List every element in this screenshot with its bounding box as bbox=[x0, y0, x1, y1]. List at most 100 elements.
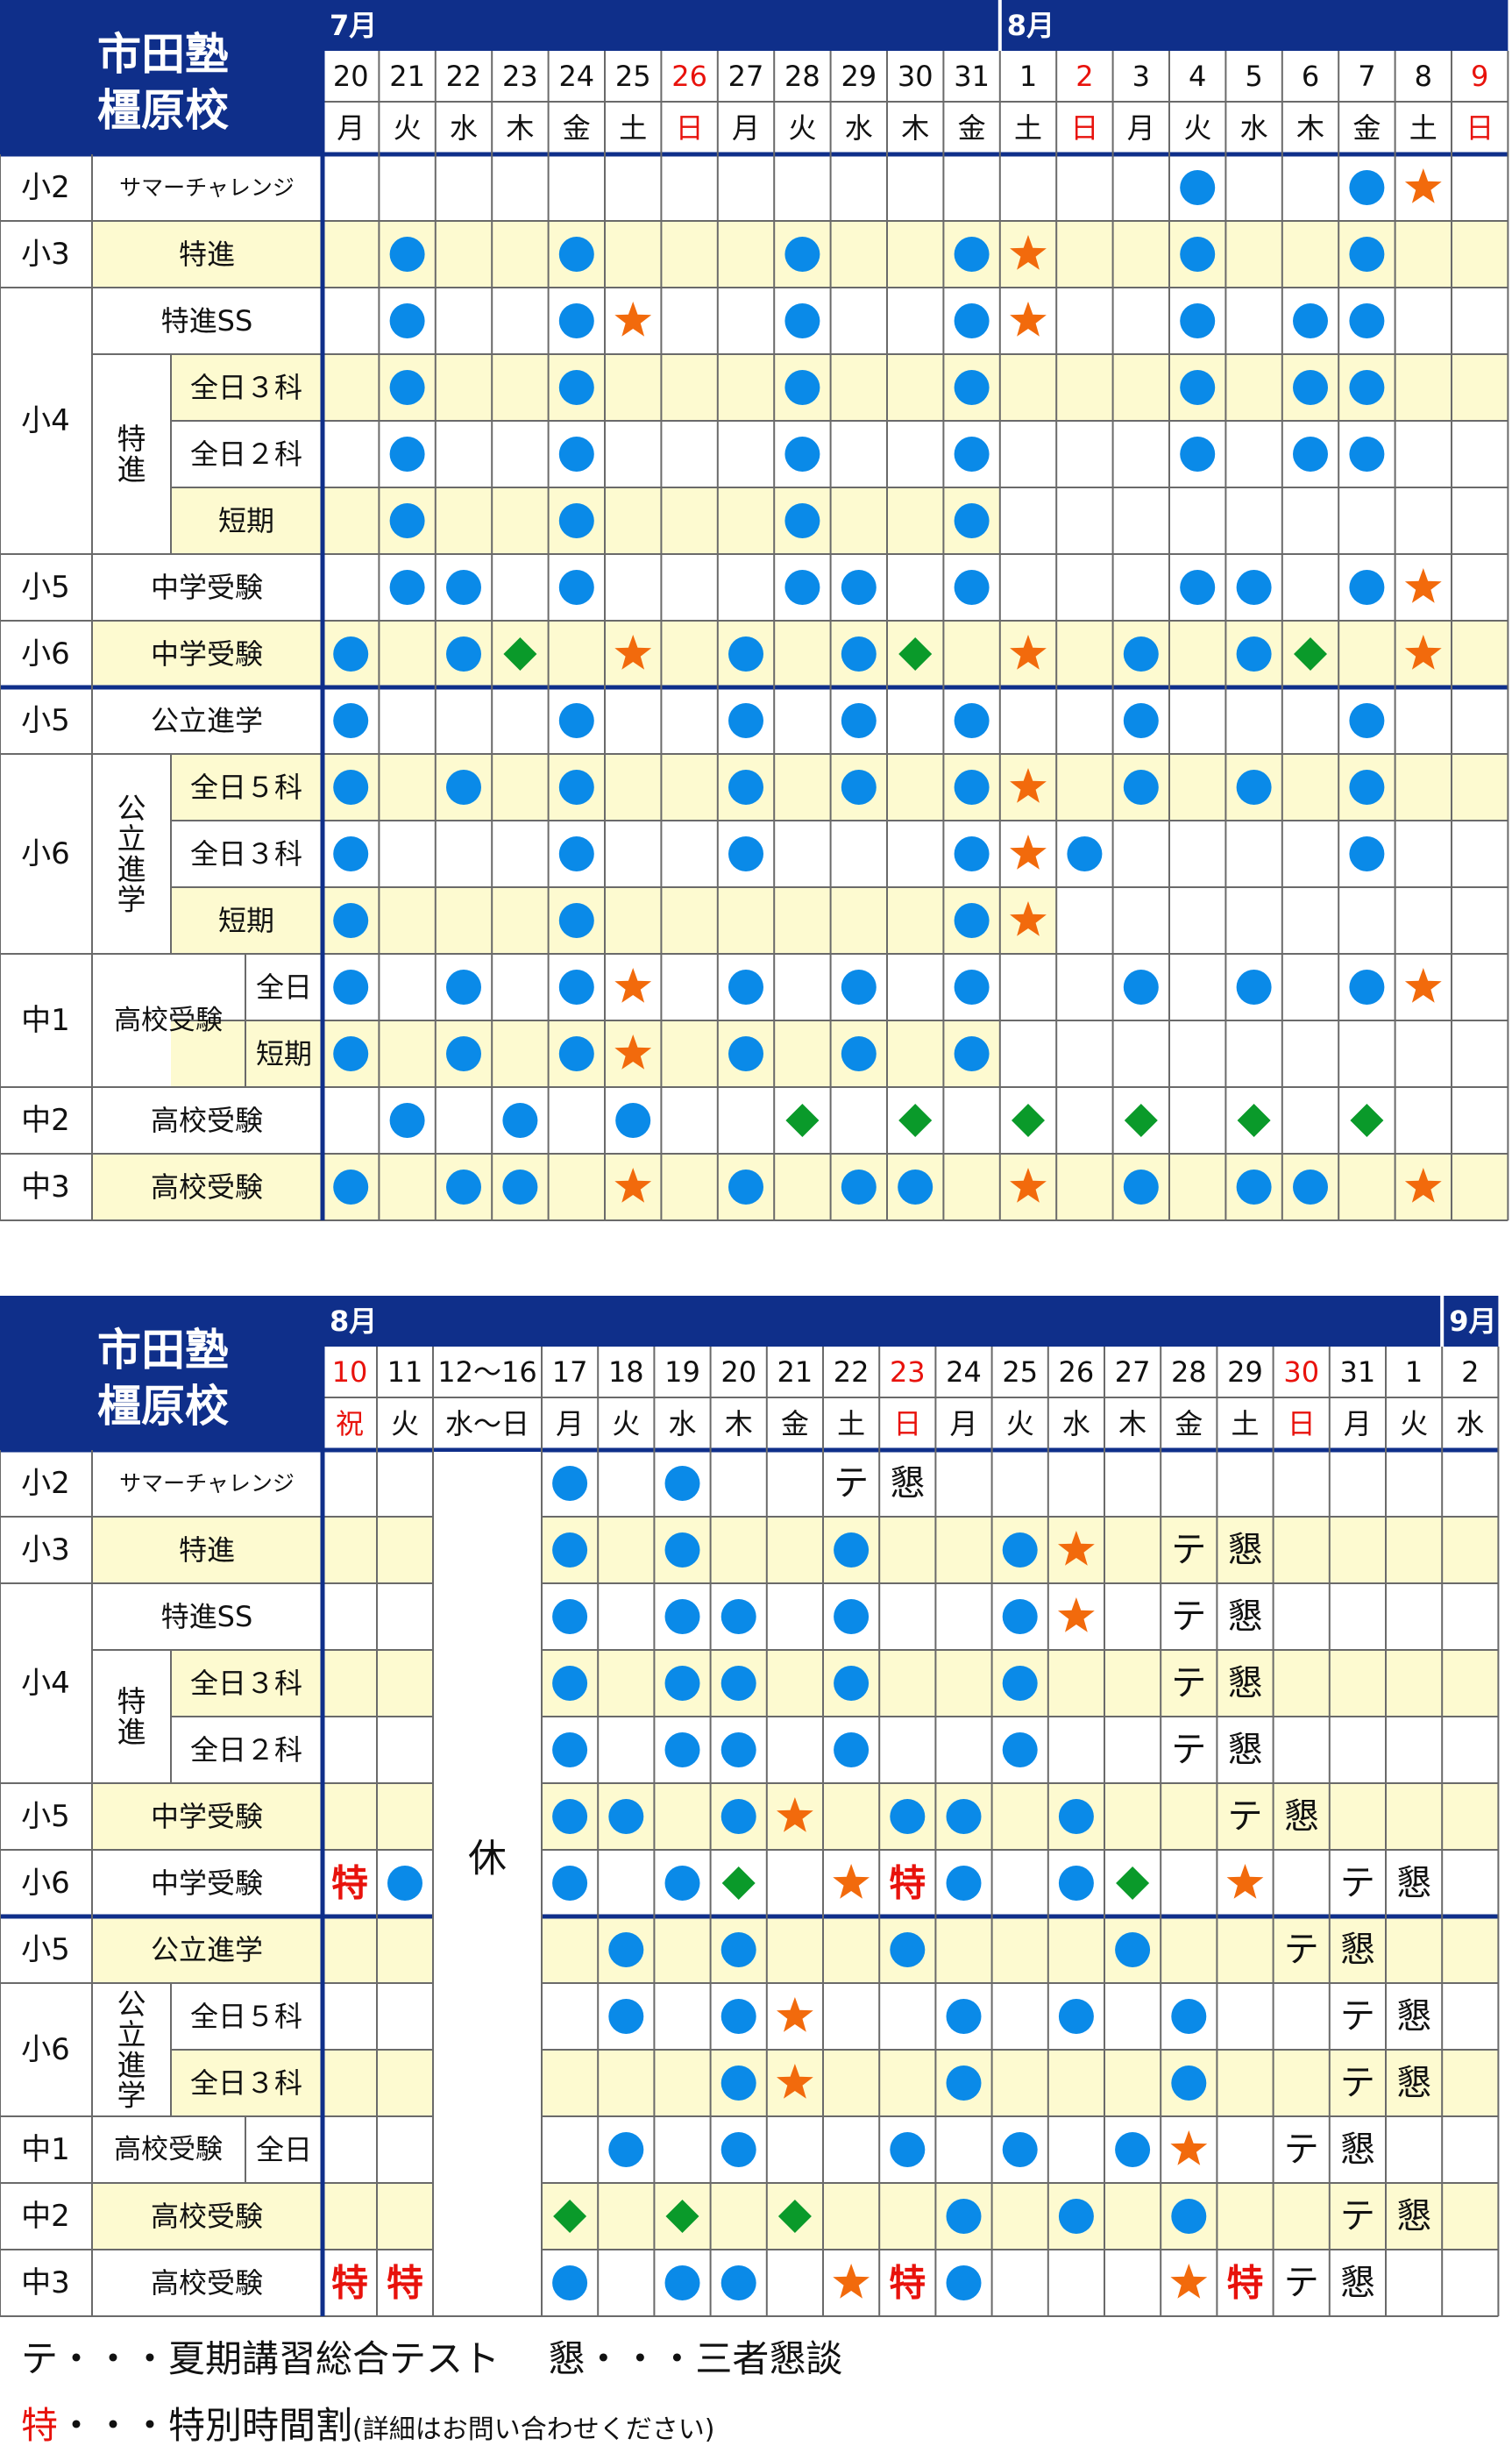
school-name-line1: 市田塾 bbox=[97, 1325, 229, 1376]
blue-circle-mark bbox=[1123, 636, 1159, 672]
orange-star-mark bbox=[1170, 2264, 1208, 2299]
day-number: 20 bbox=[721, 1355, 756, 1389]
blue-circle-mark bbox=[446, 636, 481, 672]
orange-star-mark bbox=[1170, 2130, 1208, 2165]
blue-circle-mark bbox=[1171, 1999, 1207, 2034]
blue-circle-mark bbox=[1123, 770, 1159, 805]
meeting-mark: 懇 bbox=[1340, 2263, 1375, 2303]
course-label: 中学受験 bbox=[151, 1866, 263, 1900]
blue-circle-mark bbox=[664, 1466, 700, 1501]
day-number: 11 bbox=[387, 1355, 423, 1389]
meeting-mark: 懇 bbox=[1228, 1530, 1263, 1570]
blue-circle-mark bbox=[954, 303, 990, 338]
course-label: サマーチャレンジ bbox=[119, 1471, 295, 1497]
weekday: 金 bbox=[958, 111, 986, 145]
weekday: 水 bbox=[668, 1407, 696, 1440]
blue-circle-mark bbox=[608, 2132, 644, 2167]
grade-label: 小2 bbox=[21, 170, 70, 205]
day-number: 9 bbox=[1471, 60, 1488, 93]
school-name-line1: 市田塾 bbox=[97, 29, 229, 80]
blue-circle-mark bbox=[608, 1799, 644, 1834]
blue-circle-mark bbox=[389, 437, 425, 472]
row-days-fill bbox=[323, 354, 1508, 421]
weekday: 木 bbox=[1296, 111, 1324, 145]
test-mark: テ bbox=[1340, 1863, 1375, 1903]
test-mark: テ bbox=[1171, 1730, 1206, 1770]
meeting-mark: 懇 bbox=[1396, 1996, 1431, 2037]
blue-circle-mark bbox=[954, 370, 990, 405]
course-label: 全日３科 bbox=[190, 371, 302, 404]
weekday: 木 bbox=[506, 111, 534, 145]
blue-circle-mark bbox=[841, 1036, 877, 1071]
course-label: 中学受験 bbox=[151, 637, 263, 671]
day-number: 27 bbox=[1115, 1355, 1151, 1389]
row-course-fill bbox=[171, 354, 323, 421]
day-number: 26 bbox=[671, 60, 707, 93]
meeting-mark: 懇 bbox=[1340, 1930, 1375, 1970]
day-number: 12〜16 bbox=[437, 1355, 536, 1389]
blue-circle-mark bbox=[446, 1036, 481, 1071]
special-schedule-mark: 特 bbox=[387, 2262, 423, 2305]
blue-circle-mark bbox=[946, 1866, 982, 1901]
group-label: 進 bbox=[117, 1715, 146, 1749]
blue-circle-mark bbox=[841, 570, 877, 605]
group-label: 立 bbox=[117, 2017, 146, 2051]
green-diamond-mark bbox=[1350, 1104, 1384, 1137]
weekday: 火 bbox=[394, 111, 422, 145]
green-diamond-mark bbox=[785, 1104, 820, 1137]
blue-circle-mark bbox=[721, 2265, 756, 2300]
orange-star-mark bbox=[777, 1797, 813, 1832]
blue-circle-mark bbox=[502, 1170, 538, 1205]
blue-circle-mark bbox=[834, 1732, 870, 1767]
blue-circle-mark bbox=[1349, 970, 1385, 1005]
meeting-mark: 懇 bbox=[1396, 1863, 1431, 1903]
blue-circle-mark bbox=[664, 2265, 700, 2300]
green-diamond-mark bbox=[1116, 1866, 1150, 1900]
row-course-fill bbox=[92, 1916, 323, 1983]
weekday: 日 bbox=[676, 111, 704, 145]
blue-circle-mark bbox=[1293, 1170, 1328, 1205]
day-number: 4 bbox=[1189, 60, 1206, 93]
day-number: 29 bbox=[1227, 1355, 1263, 1389]
row-course-fill bbox=[92, 1154, 323, 1220]
day-number: 7 bbox=[1358, 60, 1375, 93]
course-label: 全日 bbox=[256, 2133, 312, 2166]
blue-circle-mark bbox=[389, 1103, 425, 1138]
green-diamond-mark bbox=[1237, 1104, 1271, 1137]
blue-circle-mark bbox=[1180, 437, 1216, 472]
blue-circle-mark bbox=[728, 970, 763, 1005]
test-mark: テ bbox=[1284, 2263, 1319, 2303]
blue-circle-mark bbox=[608, 1932, 644, 1967]
blue-circle-mark bbox=[721, 2132, 756, 2167]
blue-circle-mark bbox=[1180, 370, 1216, 405]
orange-star-mark bbox=[1404, 1168, 1442, 1203]
blue-circle-mark bbox=[1115, 2132, 1151, 2167]
day-number: 6 bbox=[1302, 60, 1319, 93]
row-days-fill bbox=[323, 221, 1508, 288]
school-header-block bbox=[0, 0, 323, 154]
day-number: 18 bbox=[608, 1355, 644, 1389]
green-diamond-mark bbox=[553, 2200, 587, 2233]
special-schedule-mark: 特 bbox=[889, 2262, 926, 2305]
orange-star-mark bbox=[1010, 835, 1047, 870]
blue-circle-mark bbox=[1349, 836, 1385, 871]
blue-circle-mark bbox=[1002, 1599, 1038, 1634]
blue-circle-mark bbox=[834, 1532, 870, 1568]
blue-circle-mark bbox=[784, 570, 820, 605]
blue-circle-mark bbox=[446, 970, 481, 1005]
grade-label: 小3 bbox=[21, 1532, 70, 1568]
legend-test-meeting: テ・・・夏期講習総合テスト 懇・・・三者懇談 bbox=[21, 2337, 843, 2380]
test-mark: テ bbox=[1171, 1530, 1206, 1570]
blue-circle-mark bbox=[841, 703, 877, 738]
school-name-line2: 橿原校 bbox=[97, 85, 229, 136]
grade-label: 中2 bbox=[21, 1103, 70, 1138]
blue-circle-mark bbox=[728, 836, 763, 871]
course-label: 全日２科 bbox=[190, 1733, 302, 1767]
month-label: 7月 bbox=[330, 9, 377, 42]
blue-circle-mark bbox=[389, 237, 425, 272]
row-course-fill bbox=[171, 887, 323, 954]
group-label: 立 bbox=[117, 821, 146, 856]
day-number: 1 bbox=[1405, 1355, 1423, 1389]
blue-circle-mark bbox=[946, 1799, 982, 1834]
